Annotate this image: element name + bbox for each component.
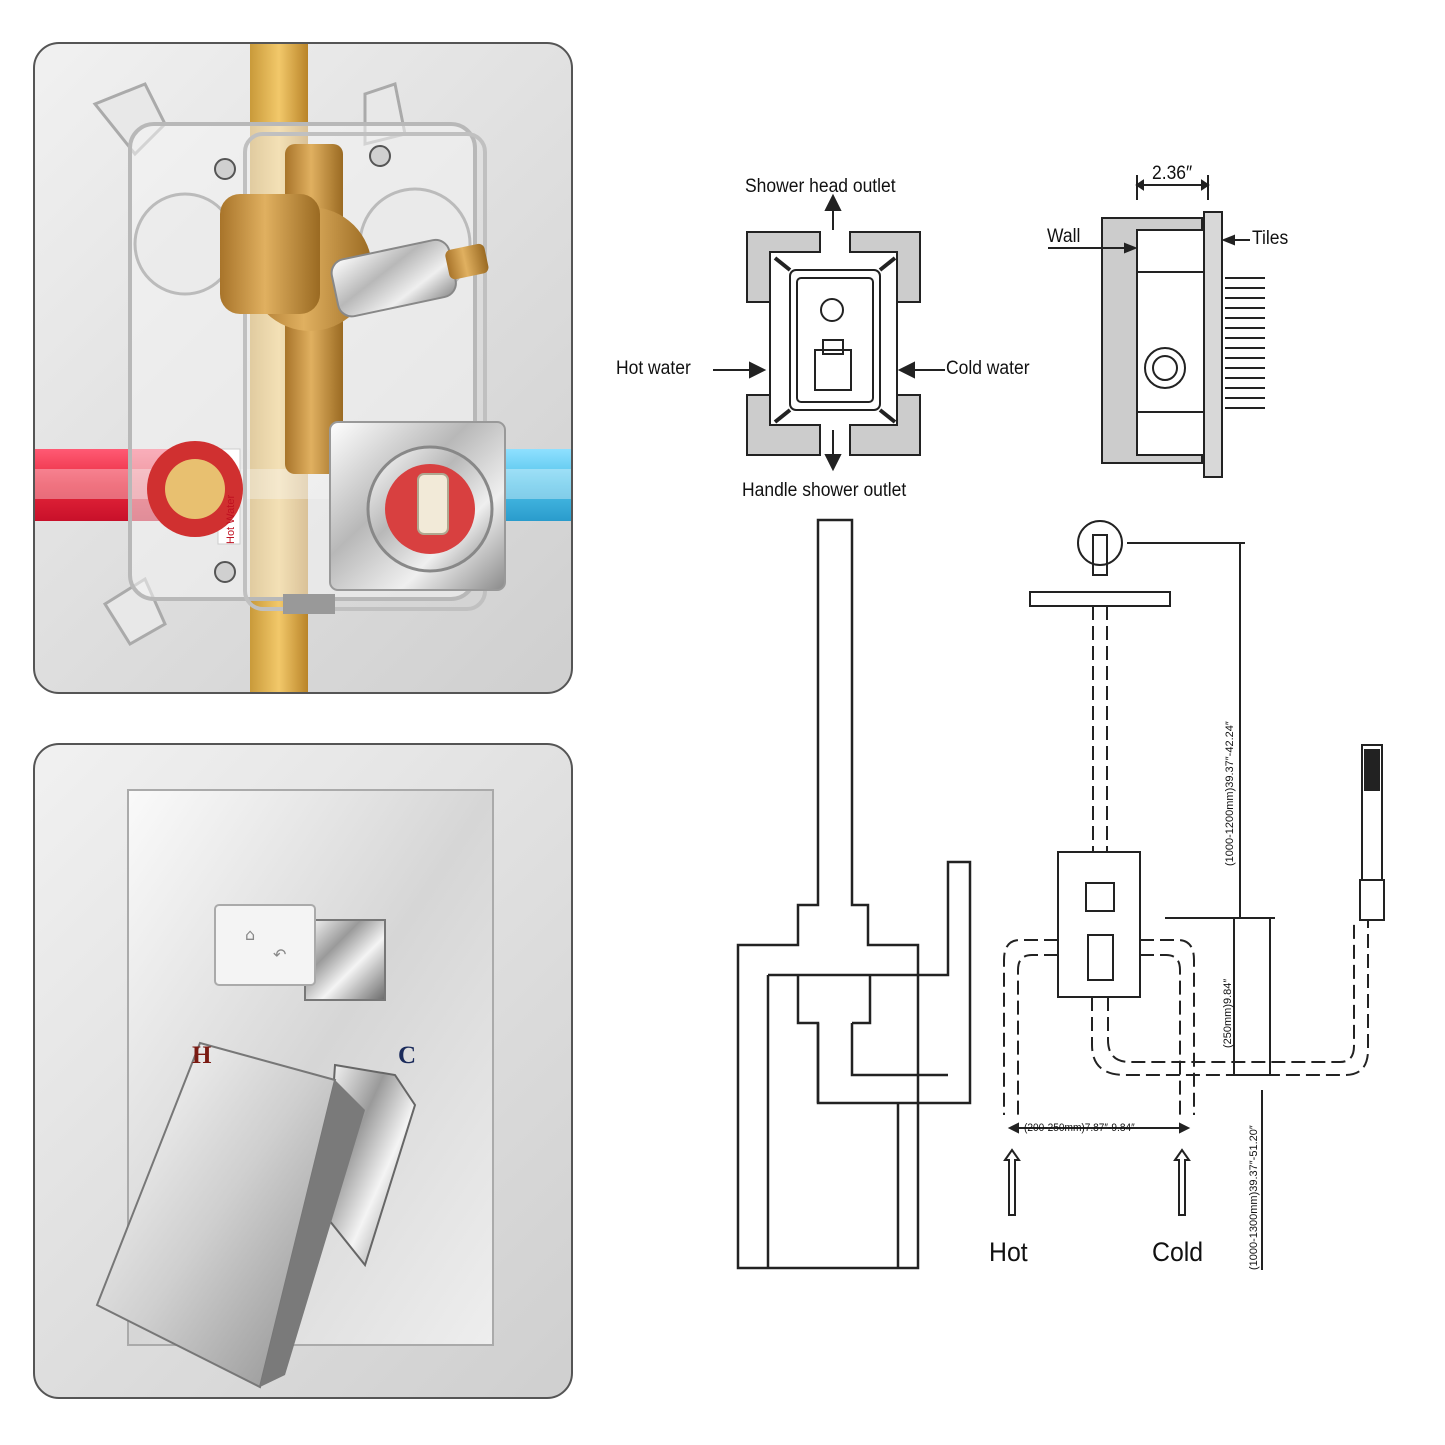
side-view <box>1048 175 1265 478</box>
hot-water-label: Hot water <box>616 358 691 379</box>
lever-profile <box>736 518 972 1270</box>
valve-photo-panel: Hot Water <box>33 42 573 694</box>
height-dimension: (1000-1200mm)39.37″-42.24″ <box>1224 721 1236 866</box>
hot-inlet-label: Hot <box>989 1237 1028 1267</box>
install-diagram <box>1003 520 1385 1270</box>
tiles-label: Tiles <box>1252 228 1289 249</box>
valve-dimension: (250mm)9.84″ <box>1222 978 1234 1048</box>
hot-mark: H <box>192 1042 212 1069</box>
diverter-knob <box>214 904 316 986</box>
floor-dimension: (1000-1300mm)39.37″-51.20″ <box>1248 1125 1260 1270</box>
shower-head-outlet-label: Shower head outlet <box>745 176 896 197</box>
svg-text:⌂: ⌂ <box>245 925 255 944</box>
trim-illustration: ⌂ ↶ <box>95 789 494 1389</box>
svg-text:↶: ↶ <box>273 945 286 964</box>
valve-illustration <box>35 44 571 692</box>
cold-pipe <box>495 449 571 521</box>
depth-dimension: 2.36″ <box>1152 163 1193 184</box>
handle-shower-outlet-label: Handle shower outlet <box>742 480 907 501</box>
cartridge-stem <box>417 473 449 535</box>
front-view <box>713 193 945 472</box>
wall-label: Wall <box>1047 226 1081 247</box>
cold-mark: C <box>398 1042 417 1069</box>
cold-inlet-label: Cold <box>1152 1237 1204 1267</box>
trim-photo-panel: ⌂ ↶ H C <box>33 743 573 1399</box>
cold-water-label: Cold water <box>946 358 1030 379</box>
spacing-dimension: (200-250mm)7.87″-9.84″ <box>1024 1122 1135 1134</box>
